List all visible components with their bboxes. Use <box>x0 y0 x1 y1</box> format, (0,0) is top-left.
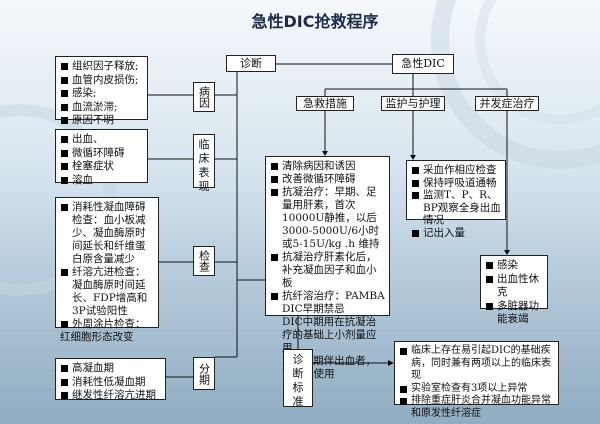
etiology-box: 组织因子释放; 血管内皮损伤; 感染; 血流淤滞; 原因不明 <box>55 56 148 126</box>
page-title: 急性DIC抢救程序 <box>251 12 379 31</box>
list-item: 保持呼吸道通畅 <box>412 177 501 190</box>
list-item: 实验室检查有3项以上异常 <box>400 383 554 396</box>
list-item: 清除病因和诱因 <box>271 160 385 173</box>
complication-box: 感染 出血性休克 多脏器功能衰竭 <box>480 255 548 325</box>
list-item: 记出入量 <box>412 227 501 240</box>
list-item: 外周涂片检查： <box>61 318 154 331</box>
list-item: 继发性纤溶亢进期 <box>61 389 161 403</box>
list-item: 血管内皮损伤; <box>61 74 143 88</box>
list-item: 红细胞形态改变 <box>60 331 134 343</box>
monitoring-nursing-node: 监护与护理 <box>381 96 445 111</box>
rescue-measures-box: 清除病因和诱因 改善微循环障碍 抗凝治疗：早期、足量用肝素，首次10000U静推… <box>265 156 390 380</box>
acute-dic-node: 急性DIC <box>392 54 454 74</box>
diagnosis-node: 诊断 <box>226 55 276 72</box>
rescue-measures-node: 急救措施 <box>296 96 354 111</box>
list-item: 多脏器功能衰竭 <box>486 300 543 327</box>
etiology-label: 病因 <box>193 82 215 112</box>
list-item: 排除重症肝炎合并凝血功能异常和原发性纤溶症 <box>400 395 554 420</box>
staging-label: 分期 <box>193 357 215 390</box>
diagnostic-criteria-box: 临床上存在易引起DIC的基础疾病，同时兼有两项以上的临床表现 实验室检查有3项以… <box>394 341 559 419</box>
monitoring-box: 采血作相应检查 保持呼吸道通畅 监测T、P、R、BP观察全身出血情况 记出入量 <box>406 160 506 239</box>
complication-treatment-node: 并发症治疗 <box>475 96 539 111</box>
list-item: 临床上存在易引起DIC的基础疾病，同时兼有两项以上的临床表现 <box>400 345 554 383</box>
list-item: 感染; <box>61 87 143 101</box>
list-item: 采血作相应检查 <box>412 164 501 177</box>
list-item: DIC早期禁忌 <box>282 303 345 315</box>
list-item: 抗凝治疗肝素化后，补充凝血因子和血小板 <box>271 251 385 290</box>
list-item: 组织因子释放; <box>61 60 143 74</box>
examination-box: 消耗性凝血障碍检查：血小板减少、凝血酶原时间延长和纤维蛋白原含量减少 纤溶亢进检… <box>55 197 159 343</box>
list-item: 高凝血期 <box>61 362 161 376</box>
list-item: 原因不明 <box>61 114 143 128</box>
examination-label: 检查 <box>193 246 215 276</box>
list-item: 监测T、P、R、BP观察全身出血情况 <box>412 189 501 226</box>
list-item: 改善微循环障碍 <box>271 173 385 186</box>
clinical-manifestation-label: 临床表现 <box>193 134 215 193</box>
diagnostic-criteria-label: 诊断标准 <box>283 349 313 408</box>
list-item: 血流淤滞; <box>61 101 143 115</box>
list-item: DIC中期用在抗凝治疗的基础上小剂量应用 <box>282 316 377 354</box>
list-item: 抗凝治疗：早期、足量用肝素，首次10000U静推，以后3000-5000U/6小… <box>271 186 385 251</box>
list-item: 消耗性凝血障碍检查：血小板减少、凝血酶原时间延长和纤维蛋白原含量减少 <box>61 201 154 266</box>
staging-box: 高凝血期 消耗性低凝血期 继发性纤溶亢进期 <box>55 358 166 403</box>
list-item: 微循环障碍 <box>61 147 143 161</box>
list-item: 抗纤溶治疗：PAMBA <box>271 290 385 302</box>
list-item: 纤溶亢进检查：凝血酶原时间延长、FDP增高和3P试验阳性 <box>61 266 154 318</box>
list-item: 感染 <box>486 259 543 273</box>
list-item: 出血性休克 <box>486 273 543 300</box>
list-item: 消耗性低凝血期 <box>61 376 161 390</box>
clinical-manifestation-box: 出血、 微循环障碍 栓塞症状 溶血 <box>55 129 148 186</box>
list-item: 溶血 <box>61 174 143 188</box>
list-item: 栓塞症状 <box>61 160 143 174</box>
list-item: 出血、 <box>61 133 143 147</box>
